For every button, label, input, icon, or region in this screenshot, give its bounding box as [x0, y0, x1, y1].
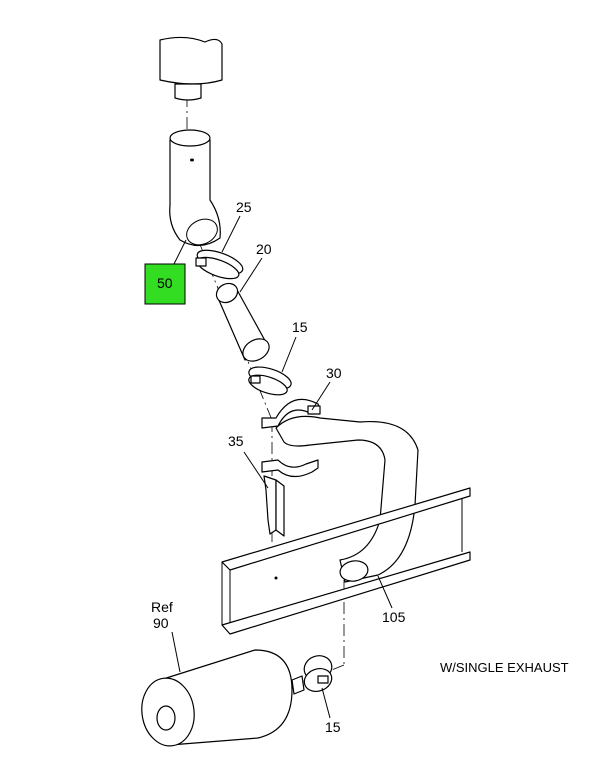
straight-pipe-20 [215, 282, 270, 362]
leader-lines [171, 215, 393, 719]
muffler-90 [141, 649, 305, 747]
callout-20: 20 [256, 241, 272, 257]
bracket-35 [261, 459, 319, 537]
clamp-25 [195, 249, 244, 280]
turbo-outlet [159, 36, 223, 101]
bent-pipe-105 [275, 415, 419, 583]
callout-30: 30 [326, 365, 342, 381]
clamp-15-bottom [303, 655, 333, 692]
callout-15-bottom: 15 [325, 719, 341, 735]
note-single-exhaust: W/SINGLE EXHAUST [440, 660, 569, 675]
callout-50-highlight [144, 263, 186, 305]
callout-25: 25 [236, 199, 252, 215]
callout-ref-number: 90 [153, 615, 169, 631]
elbow-pipe-50 [169, 129, 221, 247]
frame-rail [221, 487, 471, 635]
clamp-15-top [248, 366, 292, 396]
callout-50: 50 [157, 275, 173, 291]
callout-15-top: 15 [292, 319, 308, 335]
callout-ref-label: Ref [151, 599, 173, 615]
callout-labels: 25 20 50 15 30 35 105 Ref 90 15 [144, 199, 406, 735]
callout-105: 105 [382, 609, 406, 625]
callout-35: 35 [228, 433, 244, 449]
